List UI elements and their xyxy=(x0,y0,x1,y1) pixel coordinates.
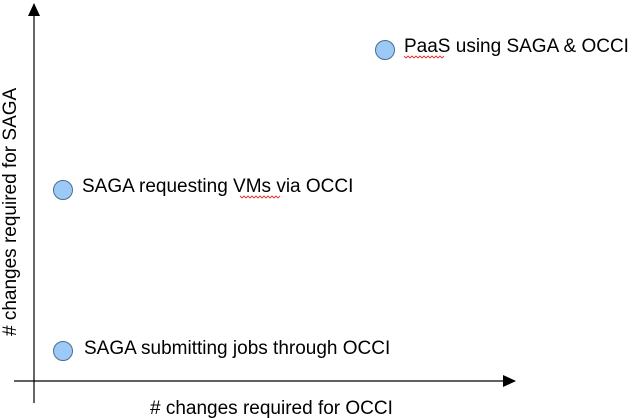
point-marker xyxy=(53,180,73,200)
point-label: PaaS using SAGA & OCCI xyxy=(404,36,629,57)
point-label: SAGA submitting jobs through OCCI xyxy=(84,338,390,359)
spellcheck-underline xyxy=(239,195,281,199)
point-saga-submitting-jobs: SAGA submitting jobs through OCCI xyxy=(53,338,390,361)
point-saga-requesting-vms: SAGA requesting VMs via OCCI xyxy=(53,176,353,200)
y-axis-label: # changes required for SAGA xyxy=(0,87,21,336)
point-paas-using-saga-occi: PaaS using SAGA & OCCI xyxy=(375,36,629,60)
point-marker xyxy=(53,341,73,361)
point-marker xyxy=(375,40,395,60)
x-axis-label: # changes required for OCCI xyxy=(150,398,393,418)
point-label: SAGA requesting VMs via OCCI xyxy=(82,176,353,197)
spellcheck-underline xyxy=(403,55,445,59)
